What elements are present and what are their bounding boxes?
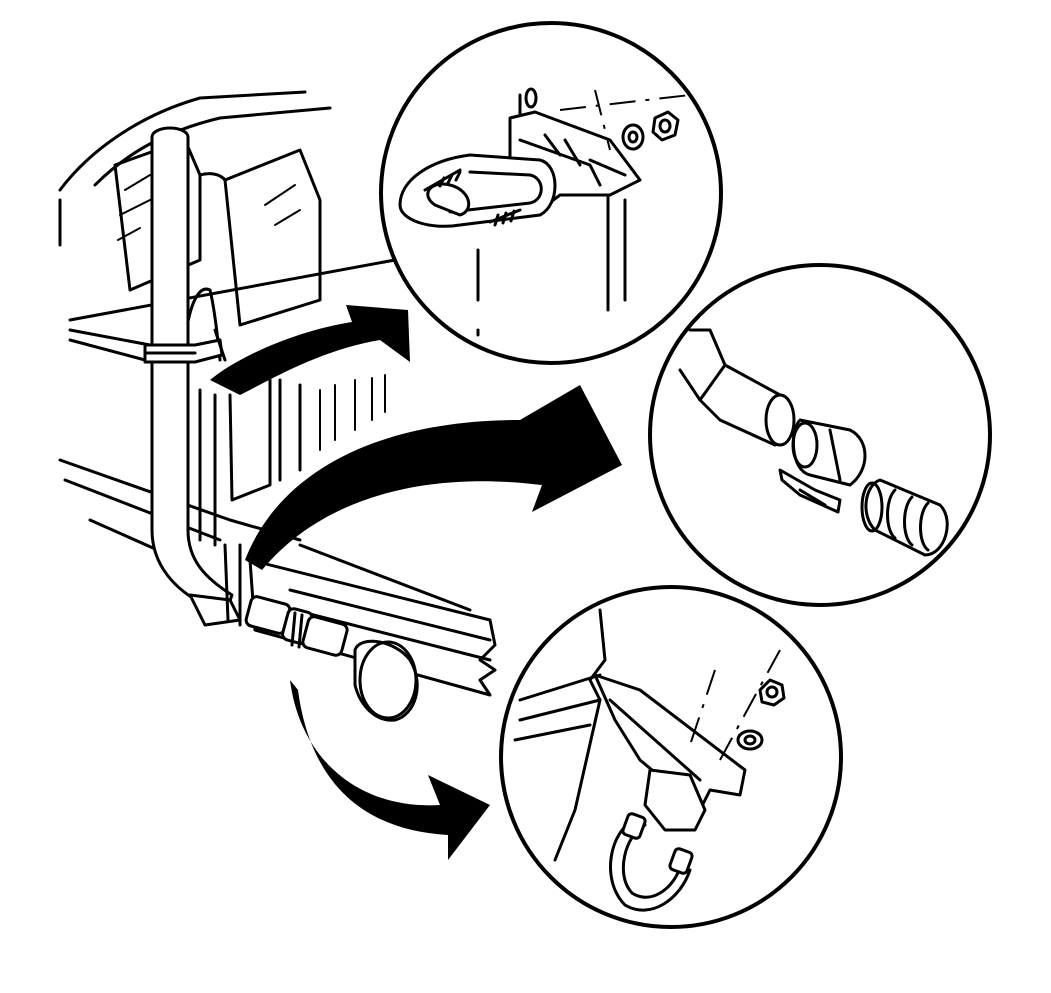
arrow-to-lower-detail — [290, 680, 490, 860]
exhaust-stack-pipe — [143, 126, 234, 617]
frame-rail — [248, 558, 497, 722]
arrow-to-upper-detail — [210, 305, 410, 395]
arrow-to-joint-detail — [245, 385, 622, 570]
upper-clamp-detail-circle — [379, 21, 723, 365]
pipe-joint-detail-circle — [648, 263, 992, 607]
lower-hanger-detail-circle — [499, 585, 843, 929]
pipe-coupling-assembly — [188, 543, 349, 657]
